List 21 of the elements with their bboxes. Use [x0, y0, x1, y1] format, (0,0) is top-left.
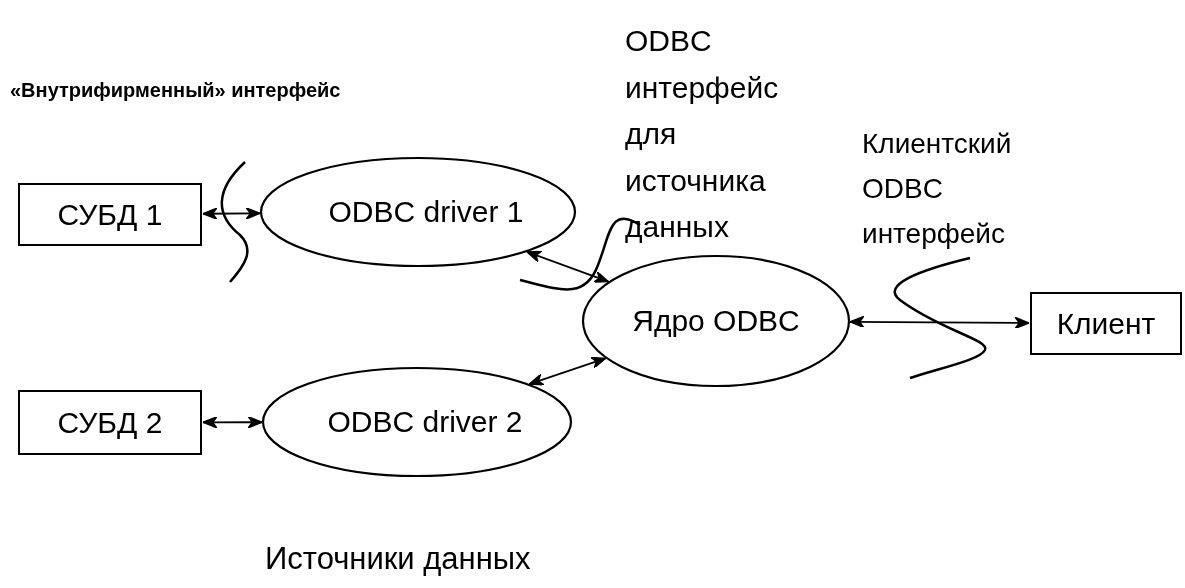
- component-box: [18, 390, 202, 455]
- component-box: [1030, 292, 1182, 355]
- node-label: Ядро ODBC: [632, 304, 800, 338]
- component-ellipse: [582, 255, 850, 387]
- double-arrow: [202, 416, 263, 429]
- component-ellipse: [260, 157, 576, 267]
- double-arrow: [526, 250, 610, 283]
- component-ellipse: [262, 367, 572, 477]
- node-label: ODBC driver 2: [327, 405, 523, 439]
- double-arrow: [849, 315, 1030, 330]
- node-label: СУБД 1: [57, 197, 163, 232]
- annotation-text: ODBC интерфейс для источника данных: [625, 23, 780, 245]
- double-arrow: [528, 356, 607, 386]
- component-box: [18, 183, 202, 246]
- annotation-text: Источники данных: [265, 540, 532, 578]
- node-label: ODBC driver 1: [328, 195, 524, 229]
- annotation-text: «Внутрифирменный» интерфейс: [10, 78, 342, 102]
- double-arrow: [202, 207, 261, 220]
- node-label: Клиент: [1056, 306, 1156, 341]
- annotation-text: Клиентский ODBC интерфейс: [862, 127, 1013, 251]
- node-label: СУБД 2: [57, 405, 163, 440]
